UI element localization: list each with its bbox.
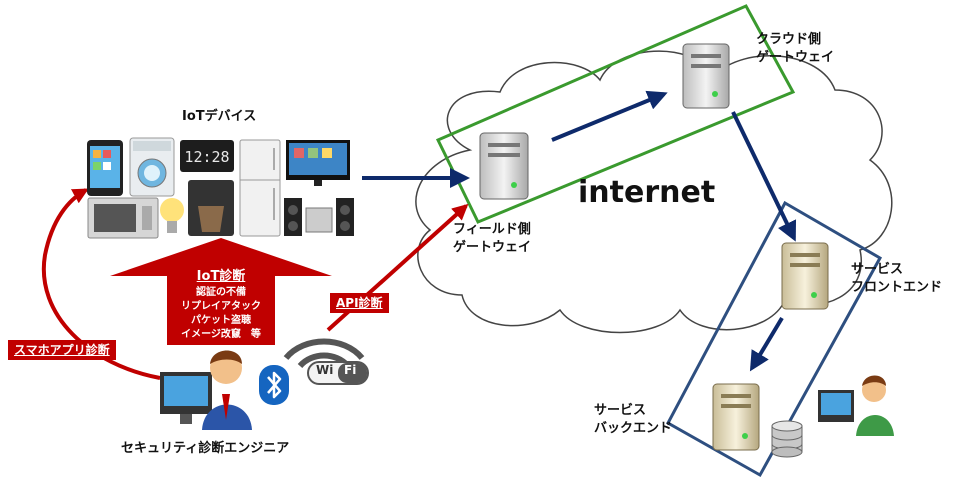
iot-diagnosis-item: イメージ改竄 等 [181,329,261,340]
service-frontend-label-line1: サービス [851,262,904,277]
audio-system-icon [284,198,354,236]
arrow-smartphone-app [41,188,161,380]
iot-diagnosis-item: 認証の不備 [196,287,246,298]
service-backend-server-icon [712,383,760,451]
coffee-maker-icon [188,180,234,236]
service-backend-label-line1: サービス [594,403,647,418]
svg-text:12:28: 12:28 [184,148,229,166]
field-gateway-label: フィールド側 ゲートウェイ [453,221,531,257]
cloud-gateway-label-line1: クラウド側 [756,32,822,47]
cloud-gateway-server-icon [682,43,730,109]
service-box [665,200,883,478]
iot-diagnosis-item: リプレイアタック [181,301,261,312]
television-icon [286,140,350,186]
refrigerator-icon [239,139,281,237]
service-frontend-server-icon [781,242,829,310]
engineer-label: セキュリティ診断エンジニア [121,441,290,456]
internet-label: internet [578,175,716,210]
arrow-frontend-to-backend [749,316,784,372]
wifi-icon [283,338,369,385]
iot-diagnosis-text: IoT診断 認証の不備 リプレイアタック パケット盗聴 イメージ改竄 等 [169,268,273,342]
iot-diagnosis-title: IoT診断 [196,269,246,284]
field-gateway-server-icon [479,132,529,200]
iot-devices-label: IoTデバイス [182,109,257,124]
engineer-figure-icon [160,350,252,430]
smartphone-app-diagnosis-tag: スマホアプリ診断 [8,340,116,360]
iot-diagnosis-item: パケット盗聴 [191,315,251,326]
cloud-gateway-box [435,4,796,224]
washing-machine-icon [129,137,175,197]
wifi-fi-text: Fi [344,363,357,377]
wifi-wi-text: Wi [316,363,334,377]
light-bulb-icon [160,198,184,233]
cloud-gateway-label: クラウド側 ゲートウェイ [756,31,834,67]
microwave-icon [87,197,159,239]
bluetooth-icon [259,365,289,405]
iot-diagnosis-arrow [110,238,332,345]
iot-devices-collage: 12:28 [87,137,354,239]
arrow-cloud-gw-to-frontend [731,111,797,242]
service-frontend-label: サービス フロントエンド [851,261,942,297]
cloud-gateway-label-line2: ゲートウェイ [756,50,835,65]
administrator-figure-icon [818,375,894,436]
internet-cloud [415,50,893,334]
api-diagnosis-tag: API診断 [330,293,389,313]
field-gateway-label-line2: ゲートウェイ [453,240,532,255]
digital-clock-icon: 12:28 [180,140,234,172]
field-gateway-label-line1: フィールド側 [453,222,531,237]
service-frontend-label-line2: フロントエンド [851,280,943,295]
service-backend-label-line2: バックエンド [594,421,673,436]
arrow-field-gw-to-cloud-gw [551,90,668,142]
smartphone-icon [87,140,123,196]
database-icon [771,420,803,458]
navy-arrows [362,90,797,372]
service-backend-label: サービス バックエンド [594,402,672,438]
